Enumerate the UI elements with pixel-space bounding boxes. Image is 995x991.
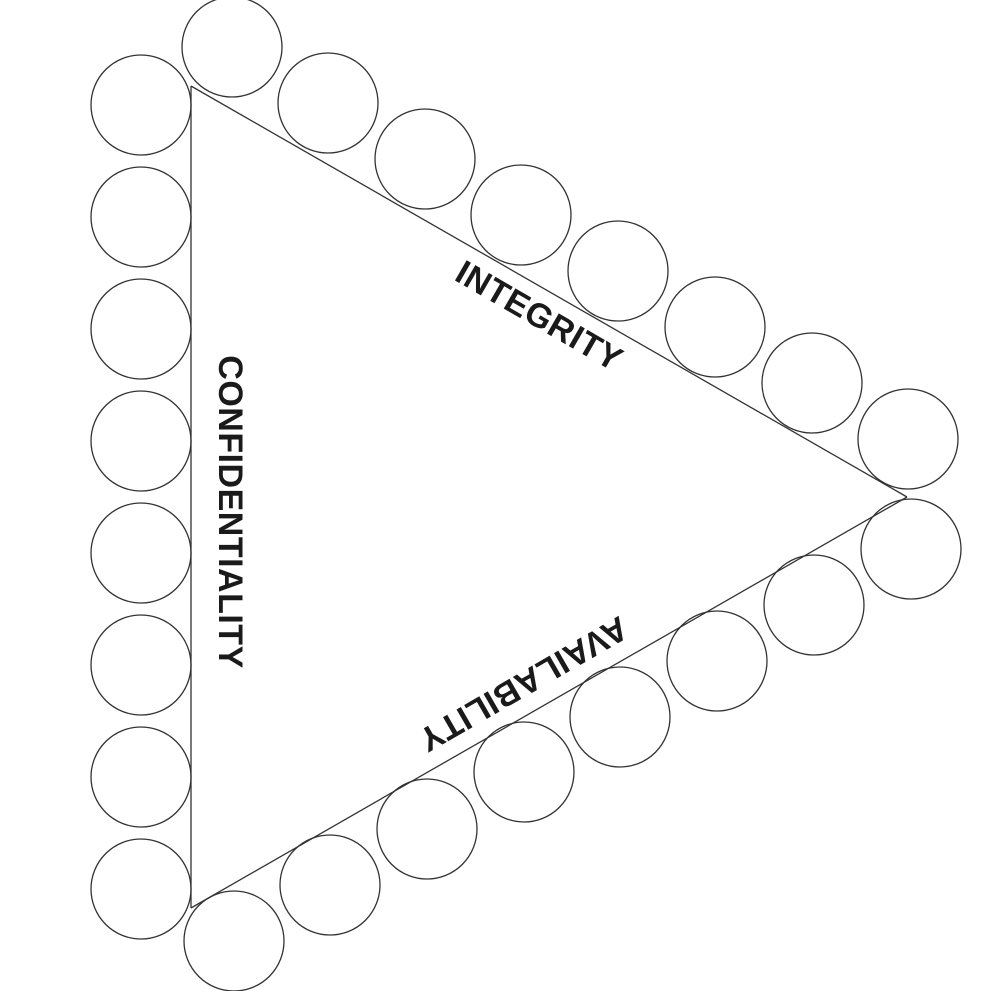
chain-circle xyxy=(763,554,865,656)
chain-circle xyxy=(664,276,766,378)
edge-availability xyxy=(190,496,908,909)
chain-circle xyxy=(857,388,959,490)
chain-circle xyxy=(374,108,476,210)
chain-circle xyxy=(181,0,283,98)
chain-circle xyxy=(277,52,379,154)
chain-circle xyxy=(90,278,192,380)
chain-circle xyxy=(279,834,381,936)
chain-circle xyxy=(470,164,572,266)
chain-circle xyxy=(90,54,192,156)
chain-circle xyxy=(666,610,768,712)
chain-circle xyxy=(90,614,192,716)
edge-integrity xyxy=(190,85,908,498)
chain-circle xyxy=(90,390,192,492)
chain-circle xyxy=(569,666,671,768)
chain-circle xyxy=(761,332,863,434)
chain-circle xyxy=(90,166,192,268)
circle-chain xyxy=(90,0,962,991)
chain-circle xyxy=(860,498,962,600)
label-confidentiality: CONFIDENTIALITY xyxy=(211,355,249,668)
chain-circle xyxy=(90,502,192,604)
chain-circle xyxy=(90,838,192,940)
chain-circle xyxy=(376,778,478,880)
chain-circle xyxy=(473,721,575,823)
chain-circle xyxy=(90,726,192,828)
chain-circle xyxy=(183,890,285,991)
triangle-edges xyxy=(190,85,908,909)
chain-circle xyxy=(567,220,669,322)
